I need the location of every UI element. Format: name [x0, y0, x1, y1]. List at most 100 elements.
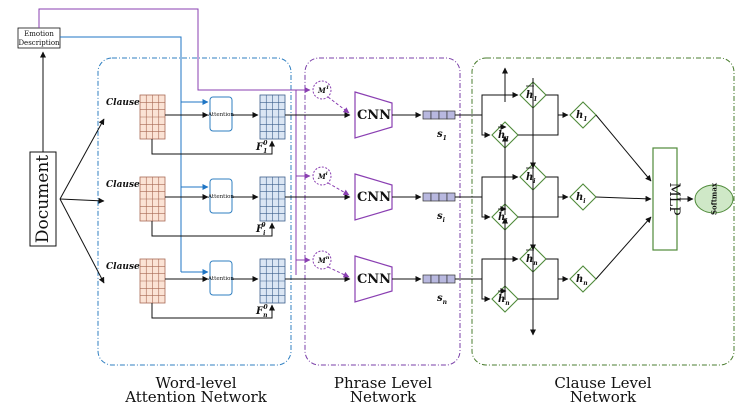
softmax-ellipse — [694, 184, 734, 214]
emotion-description-box: Emotion Description — [17, 27, 61, 49]
feature-label: Fn0 — [255, 304, 268, 319]
input-to-backward-arrow — [481, 256, 519, 279]
vector-cell — [430, 192, 440, 202]
m-circle — [312, 80, 332, 100]
vector-cell — [438, 274, 448, 284]
description-to-m-purple-line — [38, 8, 297, 275]
clause-level-caption-line2: Network — [570, 388, 637, 404]
doc-to-clausen-arrow — [59, 198, 105, 284]
attention-label: Attention — [207, 276, 234, 282]
backward-to-concat-arrow — [546, 94, 569, 118]
concat-to-mlp-arrow — [595, 114, 652, 182]
input-to-forward-arrow — [481, 279, 491, 302]
m-label: Mn — [317, 255, 330, 265]
cnn-label: CNN — [357, 108, 391, 123]
vector-cell — [446, 274, 456, 284]
input-to-forward-arrow — [481, 197, 491, 220]
phrase-level-region — [304, 57, 461, 366]
residual-connection — [151, 139, 275, 155]
document-box: Document — [29, 151, 57, 247]
clause-label: Clausei — [106, 180, 143, 192]
h-concat-label: h1 — [576, 110, 587, 123]
clause-level-region — [471, 57, 735, 366]
word-level-region — [97, 57, 292, 366]
h-backward-label: hn — [526, 254, 538, 267]
backward-to-concat-arrow — [546, 176, 569, 200]
word-level-caption-line1: Word-level — [155, 374, 236, 392]
feature-label: Fi0 — [255, 222, 266, 237]
vector-cell — [430, 110, 440, 120]
clause-label: Clause1 — [106, 98, 144, 110]
h-backward-label: hi — [526, 172, 536, 185]
m-circle — [312, 250, 332, 270]
cnn-block — [354, 255, 393, 303]
vector-cell — [430, 274, 440, 284]
phrase-level-caption-line1: Phrase Level — [334, 374, 432, 392]
clause-row-1: Clause1AttentionF10M1CNNs1h1h1h1 — [106, 80, 652, 182]
vector-cell — [422, 274, 432, 284]
m-to-cnn-arrow — [327, 266, 350, 278]
attention-label: Attention — [207, 194, 234, 200]
doc-to-clause1-arrow — [59, 118, 105, 200]
m-label: Mi — [317, 171, 328, 181]
softmax-label: Softmax — [710, 182, 719, 215]
input-to-forward-arrow — [481, 115, 491, 138]
h-concat-label: hn — [576, 274, 588, 287]
document-label: Document — [33, 155, 53, 243]
concat-diamond — [569, 101, 597, 129]
s-label: s1 — [437, 129, 447, 142]
cnn-label: CNN — [357, 272, 391, 287]
emotion-description-line2: Description — [18, 39, 60, 47]
concat-diamond — [569, 265, 597, 293]
feature-label: F10 — [255, 140, 268, 155]
backward-to-concat-arrow — [546, 258, 569, 282]
clause-row-3: ClausenAttentionFn0MnCNNsnhnhnhn — [106, 216, 652, 319]
concat-to-mlp-arrow — [595, 195, 652, 202]
softmax-node: Softmax — [694, 182, 734, 215]
concat-to-mlp-arrow — [595, 216, 652, 280]
lstm-vertical-lines — [502, 67, 536, 336]
vector-cell — [446, 110, 456, 120]
cnn-label: CNN — [357, 190, 391, 205]
mlp-box: MLP — [652, 147, 682, 251]
clause-row-2: ClauseiAttentionFi0MiCNNsihihihi — [106, 163, 652, 237]
clause-level-caption-line1: Clause Level — [554, 374, 651, 392]
phrase-level-caption-line2: Network — [350, 388, 417, 404]
attention-box — [209, 260, 233, 296]
input-to-backward-arrow — [481, 174, 519, 197]
attention-box — [209, 96, 233, 132]
h-backward-label: h1 — [526, 90, 537, 103]
cnn-block — [354, 91, 393, 139]
residual-connection — [151, 221, 275, 237]
vector-cell — [446, 192, 456, 202]
residual-connection — [151, 303, 275, 319]
clause-label-base: Clause — [106, 98, 140, 108]
attention-box — [209, 178, 233, 214]
forward-to-concat-line — [518, 115, 559, 136]
description-to-attention-blue-line — [60, 36, 182, 272]
input-to-backward-arrow — [481, 92, 519, 115]
forward-to-concat-line — [518, 197, 559, 218]
m-to-cnn-arrow — [327, 96, 350, 114]
word-level-caption-line2: Attention Network — [124, 388, 268, 404]
h-forward-label: hn — [498, 294, 510, 307]
doc-to-clausei-arrow — [59, 197, 105, 204]
cnn-block — [354, 173, 393, 221]
clause-label-base: Clause — [106, 262, 140, 272]
mlp-label: MLP — [666, 182, 682, 215]
s-label: si — [437, 211, 446, 224]
vector-cell — [438, 110, 448, 120]
m-circle — [312, 166, 332, 186]
m-label: M1 — [317, 85, 329, 95]
vector-cell — [422, 192, 432, 202]
m-to-cnn-arrow — [327, 182, 350, 196]
emotion-description-line1: Emotion — [24, 30, 54, 38]
attention-label: Attention — [207, 112, 234, 118]
vector-cell — [422, 110, 432, 120]
s-label: sn — [437, 293, 447, 306]
clause-label-base: Clause — [106, 180, 140, 190]
concat-diamond — [569, 183, 597, 211]
forward-to-concat-line — [518, 279, 559, 300]
h-concat-label: hi — [576, 192, 586, 205]
